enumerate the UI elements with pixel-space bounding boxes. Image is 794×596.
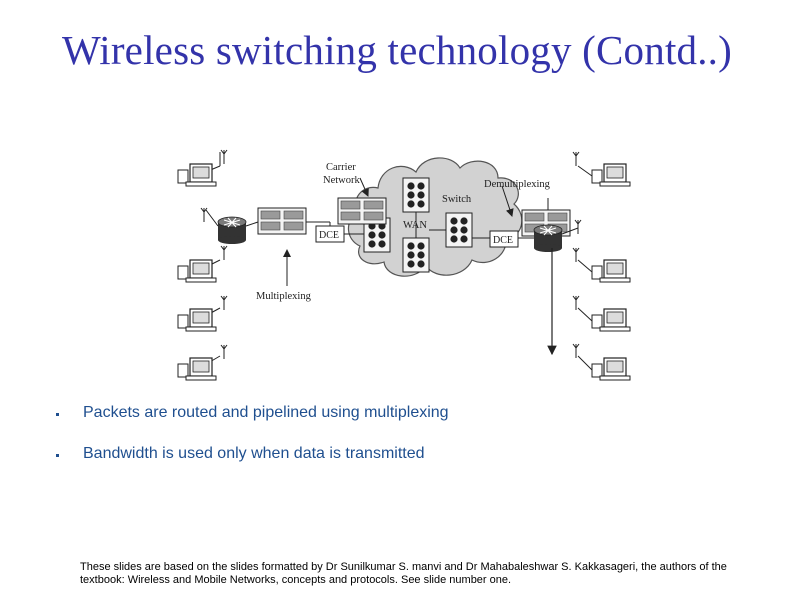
carrier-mux-icon	[337, 197, 387, 225]
terminal-icon	[177, 357, 217, 381]
antenna-icon	[572, 151, 580, 167]
terminal-icon	[177, 163, 217, 187]
antenna-icon	[574, 219, 582, 235]
antenna-icon	[220, 295, 228, 311]
terminal-icon	[177, 259, 217, 283]
footer-credits: These slides are based on the slides for…	[80, 561, 727, 586]
antenna-icon	[220, 245, 228, 261]
bullet-text: Bandwidth is used only when data is tran…	[83, 445, 425, 462]
bullet-text: Packets are routed and pipelined using m…	[83, 404, 449, 421]
carrier-label: Carrier	[326, 162, 356, 173]
terminal-icon	[591, 308, 631, 332]
router-left-icon	[217, 216, 247, 245]
antenna-icon	[572, 343, 580, 359]
dce-right-label: DCE	[493, 235, 513, 246]
arrows	[283, 177, 557, 356]
terminal-icon	[591, 259, 631, 283]
switch-group	[363, 177, 473, 273]
wan-label: WAN	[403, 220, 427, 231]
switch-label: Switch	[442, 194, 472, 205]
terminal-icon	[591, 357, 631, 381]
antenna-icon	[220, 344, 228, 360]
bullet-marker	[56, 413, 59, 416]
multiplexing-label: Multiplexing	[256, 291, 312, 302]
terminal-icon	[177, 308, 217, 332]
demultiplexing-label: Demultiplexing	[484, 179, 551, 190]
multiplexer-left-icon	[257, 207, 307, 235]
bullet-marker	[56, 454, 59, 457]
router-right-icon	[533, 224, 563, 253]
antenna-icon	[220, 149, 228, 165]
wireless-switching-diagram: Carrier Network Demultiplexing Switch WA…	[177, 149, 631, 381]
network-label: Network	[323, 175, 360, 186]
terminal-icon	[591, 163, 631, 187]
dce-left-label: DCE	[319, 230, 339, 241]
dce-right-box	[489, 230, 519, 248]
slide-title: Wireless switching technology (Contd..)	[61, 27, 732, 73]
